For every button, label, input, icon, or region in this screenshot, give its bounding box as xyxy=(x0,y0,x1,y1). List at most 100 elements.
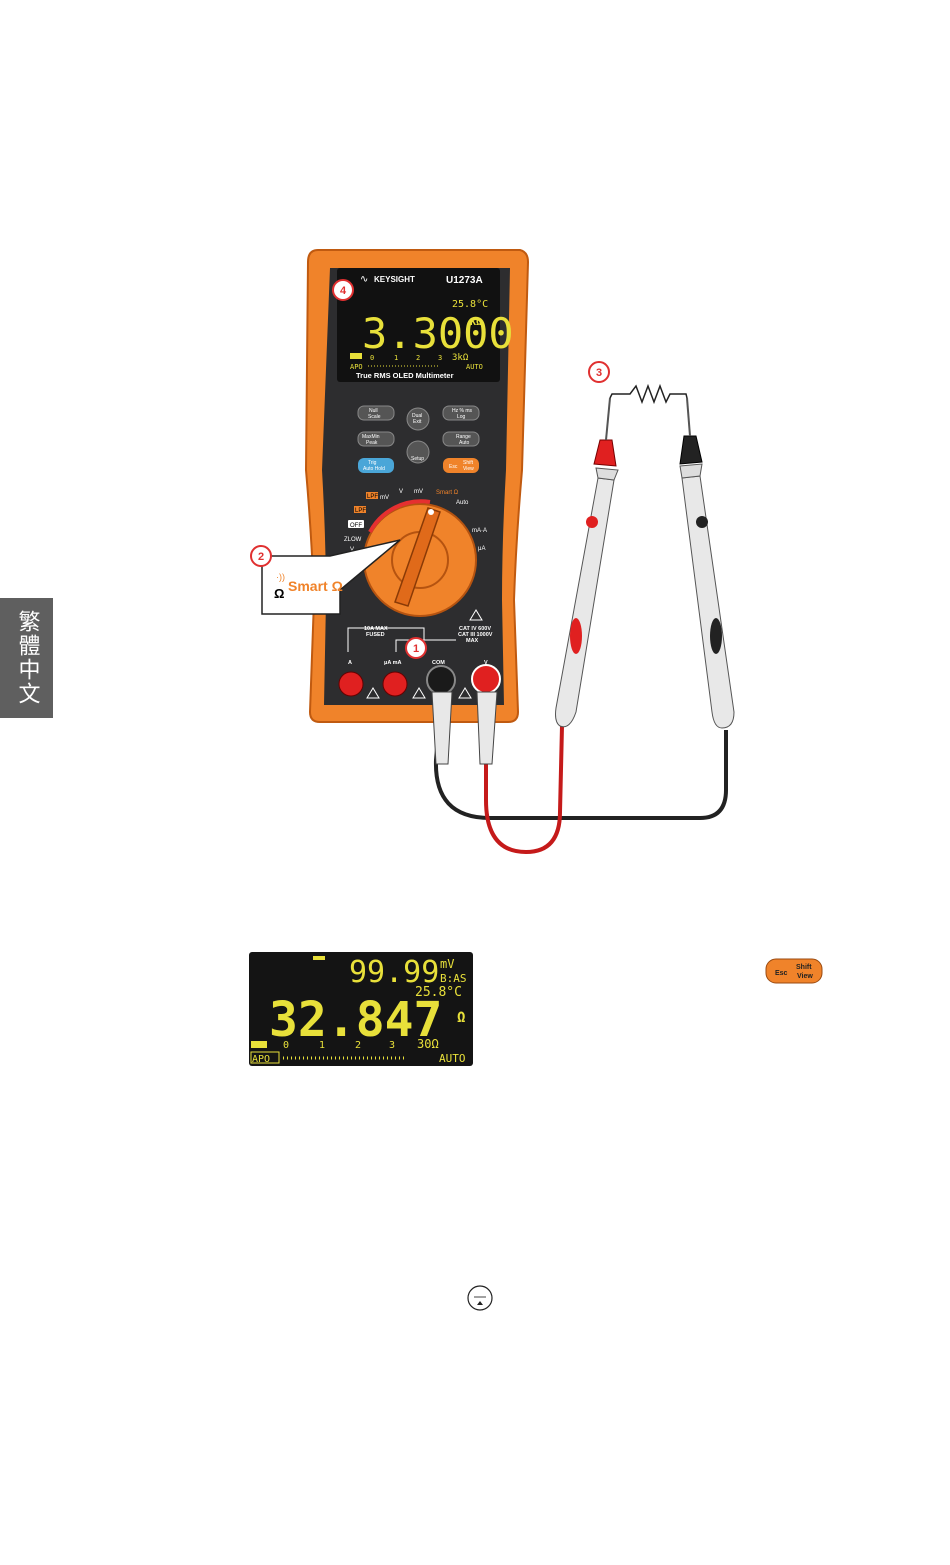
terminal-com-jack[interactable] xyxy=(426,665,456,695)
test-leads xyxy=(431,383,735,855)
screen-temperature: 25.8°C xyxy=(452,299,488,310)
screen-scale-1: 1 xyxy=(394,354,398,362)
dial-v-dc: V xyxy=(399,489,403,495)
terminal-a-label: A xyxy=(348,660,352,666)
fused-label-2: FUSED xyxy=(366,632,385,638)
black-probe-tip xyxy=(679,435,703,465)
shift-key-label-large: Shift xyxy=(796,964,812,971)
dial-labels: LPF mV V mV Smart Ω Auto LPF mA·A μA OFF… xyxy=(344,489,487,553)
dial-zlow: ZLOW xyxy=(344,537,362,543)
terminal-v-label: V xyxy=(484,660,488,666)
trig-hold-key[interactable] xyxy=(358,458,394,473)
rotary-dial[interactable] xyxy=(363,499,477,617)
terminal-uama-label: μA mA xyxy=(384,660,402,666)
dial-knob-grip xyxy=(394,507,441,607)
black-plug xyxy=(431,691,453,765)
screen-auto: AUTO xyxy=(466,363,483,371)
hz-key-label: Hz % ms xyxy=(452,408,473,414)
resistor-icon xyxy=(609,383,688,405)
dial-smart-ohm: Smart Ω xyxy=(436,490,459,496)
display-top-unit: mV xyxy=(440,957,454,971)
peak-key-label: Peak xyxy=(366,440,378,446)
dual-key-label: Dual xyxy=(412,413,422,419)
hz-log-key[interactable] xyxy=(442,405,480,421)
display-scale-2: 2 xyxy=(355,1040,361,1051)
brand-text: KEYSIGHT xyxy=(374,275,415,284)
range-auto-key[interactable] xyxy=(442,431,480,447)
terminal-labels: 10A MAX FUSED CAT IV 600V CAT III 1000V … xyxy=(348,626,493,666)
red-probe xyxy=(555,477,615,728)
screen-scale-3: 3 xyxy=(438,354,442,362)
display-scale-3: 3 xyxy=(389,1040,395,1051)
secondary-display: 99.99 mV B:AS 25.8°C 32.847 Ω 0 1 2 3 30… xyxy=(249,952,473,1066)
red-plug xyxy=(476,691,498,765)
smart-ohm-callout: Ω ·)) Smart Ω xyxy=(261,539,401,615)
auto-key-label: Auto xyxy=(459,440,470,446)
model-text: U1273A xyxy=(446,275,483,286)
display-main-value: 32.847 xyxy=(269,992,442,1048)
multimeter: KEYSIGHT ∿ U1273A 25.8°C 3.3000 KΩ 0 1 2… xyxy=(304,249,530,723)
callout-4: 4 xyxy=(340,285,347,297)
esc-shift-view-key[interactable]: Esc Shift View xyxy=(765,958,823,984)
maxmin-peak-key[interactable] xyxy=(357,431,395,447)
meter-caption: True RMS OLED Multimeter xyxy=(356,371,454,380)
view-key-label-large: View xyxy=(797,973,813,980)
up-arrow-key-icon xyxy=(467,1285,493,1311)
dc-symbol-icon xyxy=(313,956,325,960)
smart-ohm-label: Smart Ω xyxy=(288,578,343,594)
keypad: Null Scale Hz % ms Log Dual Exit MaxMin … xyxy=(357,405,480,473)
dial-ua: μA xyxy=(478,546,485,552)
esc-key-label-large: Esc xyxy=(775,970,788,977)
cat-iii-label: CAT III 1000V xyxy=(458,632,493,638)
warning-icon-2 xyxy=(412,687,426,699)
terminal-com-label: COM xyxy=(432,660,445,666)
dial-mv-ac: mV xyxy=(380,495,389,501)
callout-1: 1 xyxy=(413,643,419,655)
screen-unit: KΩ xyxy=(470,317,482,328)
language-side-tab-label: 繁體中文 xyxy=(14,610,40,706)
dial-pointer xyxy=(428,509,434,515)
dial-ma-a: mA·A xyxy=(472,528,487,534)
dial-lpf2: LPF xyxy=(355,508,366,514)
red-probe-tip xyxy=(593,439,617,467)
auto-hold-key-label: Auto Hold xyxy=(363,466,385,472)
shift-key-label: Shift xyxy=(463,460,474,466)
warning-icon-3 xyxy=(458,687,472,699)
display-auto: AUTO xyxy=(439,1052,466,1065)
keysight-logo-icon: ∿ xyxy=(360,274,368,285)
fused-label-1: 10A MAX xyxy=(364,626,388,632)
terminal-a-jack[interactable] xyxy=(338,671,364,697)
dial-selection-arc xyxy=(368,499,431,533)
view-key-label: View xyxy=(463,466,474,472)
dial-lpf1: LPF xyxy=(367,494,378,500)
range-key-label: Range xyxy=(456,434,471,440)
scale-key-label: Scale xyxy=(368,414,381,420)
terminal-ma-jack[interactable] xyxy=(382,671,408,697)
terminal-v-jack[interactable] xyxy=(471,664,501,694)
esc-shift-key[interactable] xyxy=(443,458,479,473)
smart-ohm-symbol: Ω xyxy=(274,586,284,601)
dial-auto: Auto xyxy=(456,500,469,506)
black-probe xyxy=(681,475,735,729)
sound-wave-icon: ·)) xyxy=(276,572,285,582)
display-top-sub: B:AS xyxy=(440,972,467,985)
dial-v-zlow: V xyxy=(350,547,354,553)
trig-key-label: Trig xyxy=(368,460,377,466)
setup-key[interactable] xyxy=(406,440,430,464)
language-side-tab[interactable]: 繁體中文 xyxy=(0,598,53,718)
measurement-diagram: KEYSIGHT ∿ U1273A 25.8°C 3.3000 KΩ 0 1 2… xyxy=(250,249,735,855)
display-temperature: 25.8°C xyxy=(415,985,462,1000)
log-key-label: Log xyxy=(457,414,466,420)
display-battery-icon xyxy=(251,1041,267,1048)
display-top-value: 99.99 xyxy=(349,955,439,990)
null-scale-key[interactable] xyxy=(357,405,395,421)
dual-exit-key[interactable] xyxy=(406,407,430,431)
setup-key-label: Setup xyxy=(411,456,424,462)
screen-range: 3kΩ xyxy=(452,353,469,363)
null-key-label: Null xyxy=(369,408,378,414)
cat-iv-label: CAT IV 600V xyxy=(459,626,491,632)
display-main-unit: Ω xyxy=(457,1010,465,1026)
screen-reading: 3.3000 xyxy=(362,309,514,358)
display-apo: APO xyxy=(252,1054,270,1065)
esc-key-label: Esc xyxy=(449,464,458,470)
